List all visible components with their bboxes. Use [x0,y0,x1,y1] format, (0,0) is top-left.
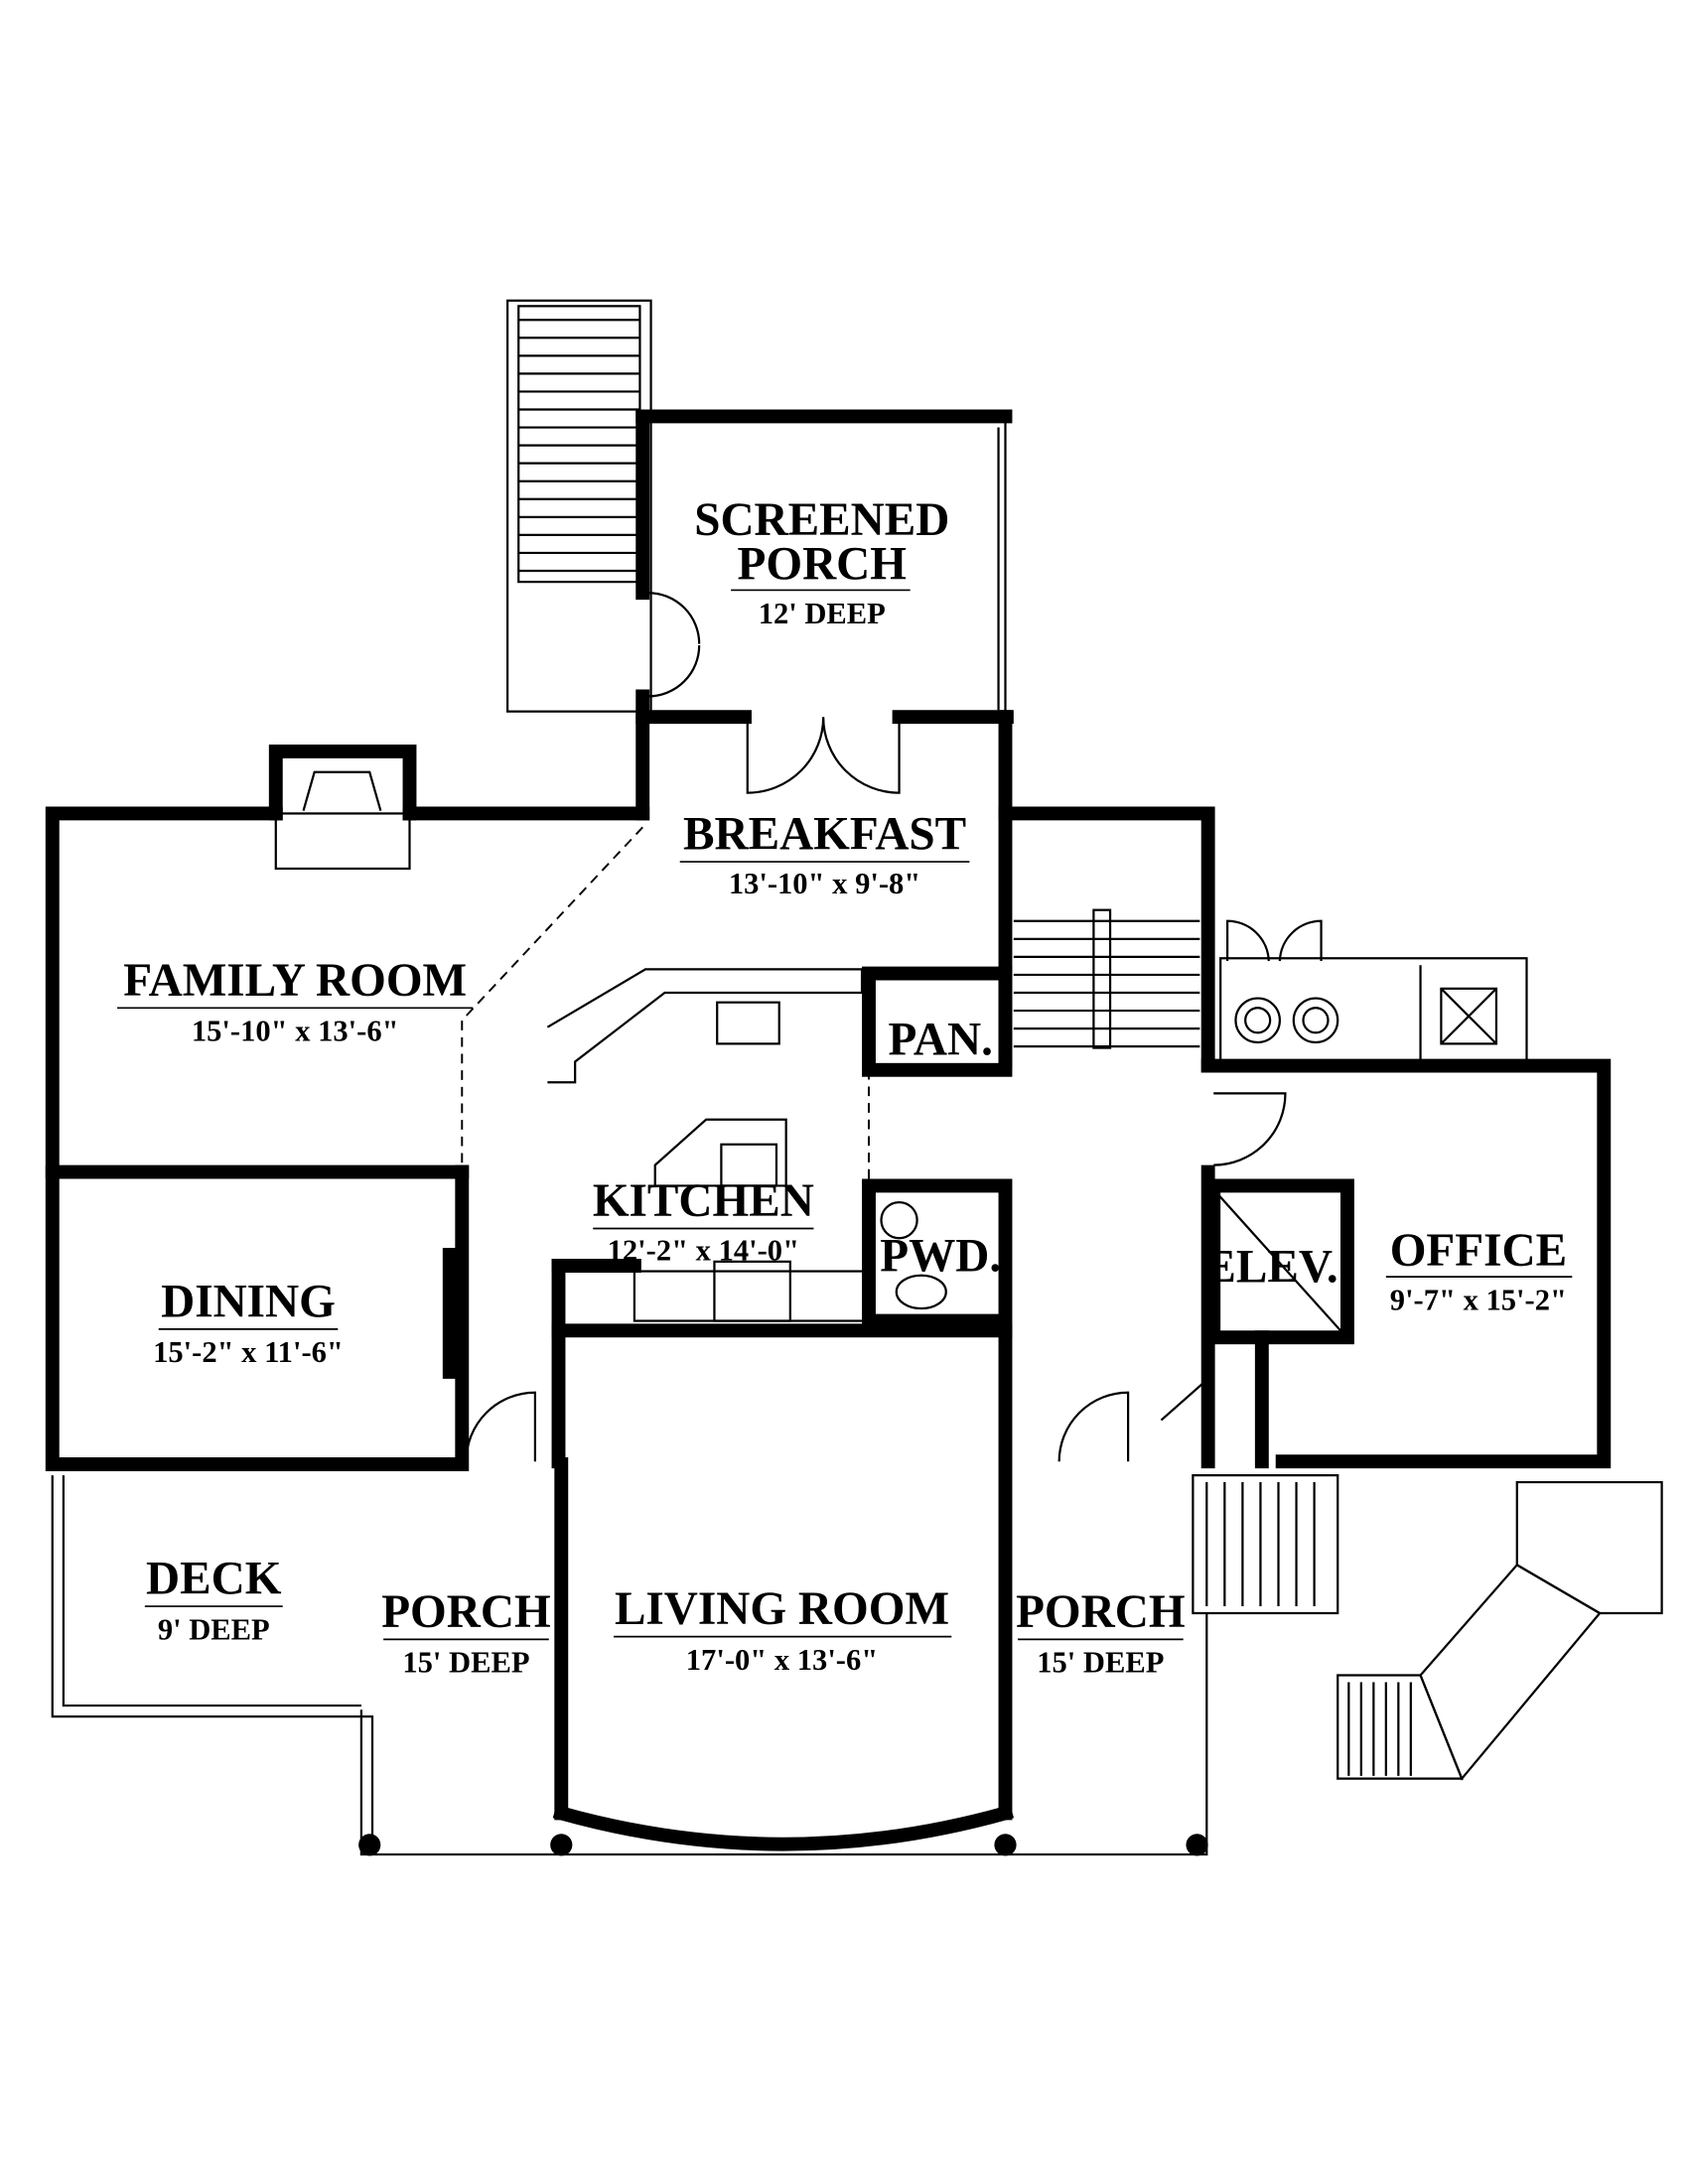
svg-text:LIVING ROOM: LIVING ROOM [615,1583,949,1635]
stairs-top-left [505,299,652,713]
svg-text:13'-10" x 9'-8": 13'-10" x 9'-8" [729,867,920,900]
elevator-label: ELEV. [1204,1242,1337,1294]
svg-text:17'-0" x 13'-6": 17'-0" x 13'-6" [686,1643,878,1677]
svg-text:BREAKFAST: BREAKFAST [683,809,966,861]
svg-text:12'-2" x 14'-0": 12'-2" x 14'-0" [608,1233,799,1267]
svg-text:PORCH: PORCH [738,538,908,590]
kitchen-label: KITCHEN 12'-2" x 14'-0" [593,1175,814,1267]
porch-right-label: PORCH 15' DEEP [1016,1586,1186,1680]
svg-text:OFFICE: OFFICE [1390,1225,1567,1277]
porch-left-label: PORCH 15' DEEP [381,1586,551,1680]
stairs-right [1192,1473,1663,1781]
center-walls [998,710,1528,1073]
svg-text:9' DEEP: 9' DEEP [158,1612,270,1646]
living-room-label: LIVING ROOM 17'-0" x 13'-6" [614,1583,952,1677]
powder-label: PWD. [880,1231,1001,1283]
office-walls [1160,1058,1612,1469]
svg-text:PORCH: PORCH [381,1586,551,1638]
svg-text:DINING: DINING [161,1276,336,1327]
svg-text:15' DEEP: 15' DEEP [1037,1646,1164,1680]
svg-text:DECK: DECK [146,1554,282,1605]
breakfast-label: BREAKFAST 13'-10" x 9'-8" [679,809,970,900]
living-porch-walls [51,1323,1208,1856]
svg-text:15'-10" x 13'-6": 15'-10" x 13'-6" [192,1015,399,1048]
svg-text:15'-2" x 11'-6": 15'-2" x 11'-6" [153,1335,344,1369]
pantry-label: PAN. [889,1015,993,1066]
family-dining-walls [45,745,650,1471]
svg-text:KITCHEN: KITCHEN [593,1175,814,1227]
svg-text:12' DEEP: 12' DEEP [759,597,886,630]
svg-text:15' DEEP: 15' DEEP [402,1646,529,1680]
kitchen-walls [546,966,1013,1469]
svg-text:PORCH: PORCH [1016,1586,1186,1638]
screened-porch-walls [635,409,1014,821]
deck-label: DECK 9' DEEP [144,1554,283,1646]
family-room-label: FAMILY ROOM 15'-10" x 13'-6" [117,955,474,1048]
svg-text:9'-7" x 15'-2": 9'-7" x 15'-2" [1390,1283,1567,1316]
svg-text:FAMILY ROOM: FAMILY ROOM [123,955,467,1007]
svg-text:SCREENED: SCREENED [694,494,949,546]
screened-porch-label: SCREENED PORCH 12' DEEP [694,494,949,630]
dining-label: DINING 15'-2" x 11'-6" [153,1276,344,1369]
office-label: OFFICE 9'-7" x 15'-2" [1385,1225,1573,1316]
